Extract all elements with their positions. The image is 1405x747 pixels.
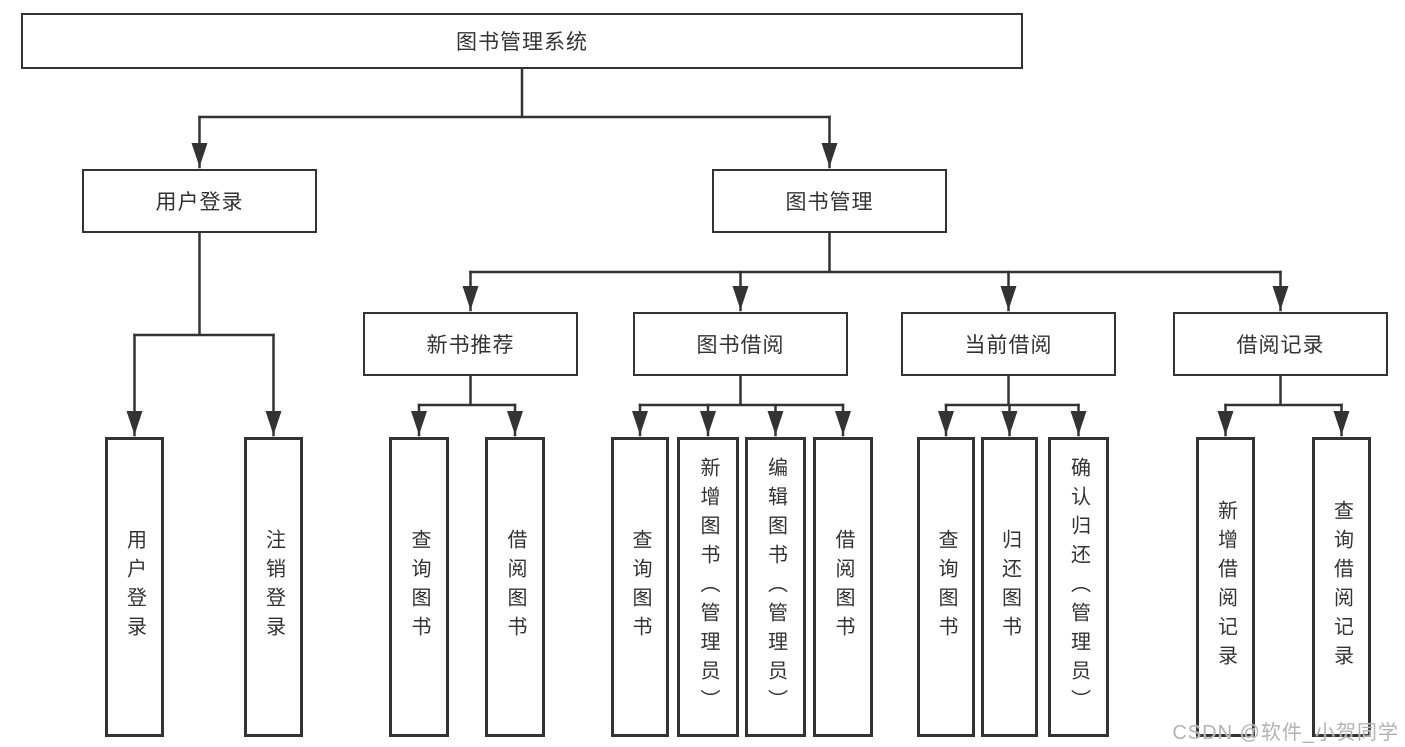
node-bb-borrow: 借阅图书	[813, 437, 873, 737]
connector-book-mgmt	[469, 231, 1282, 274]
node-cb-return: 归还图书	[981, 437, 1038, 737]
node-cb-query: 查询图书	[917, 437, 975, 737]
watermark: CSDN @软件_小贺同学	[1172, 722, 1399, 744]
connector-borrow-record	[1224, 374, 1343, 407]
node-logout-leaf: 注销登录	[244, 437, 303, 737]
node-new-book-rec: 新书推荐	[363, 312, 578, 376]
node-borrow-record: 借阅记录	[1173, 312, 1388, 376]
node-user-login: 用户登录	[82, 169, 317, 233]
connector-new-book-rec	[417, 374, 517, 407]
node-login-leaf: 用户登录	[105, 437, 164, 737]
node-book-mgmt: 图书管理	[712, 169, 947, 233]
connector-user-login	[133, 231, 275, 337]
connector-root	[198, 67, 831, 119]
node-nb-borrow: 借阅图书	[485, 437, 545, 737]
connector-current-borrow	[944, 374, 1080, 407]
node-nb-query: 查询图书	[389, 437, 449, 737]
node-bb-edit: 编辑图书（管理员）	[745, 437, 806, 737]
node-bb-add: 新增图书（管理员）	[677, 437, 739, 737]
node-book-borrow: 图书借阅	[633, 312, 848, 376]
node-root: 图书管理系统	[21, 13, 1023, 69]
node-br-query: 查询借阅记录	[1312, 437, 1371, 737]
node-br-add: 新增借阅记录	[1196, 437, 1255, 737]
connector-book-borrow	[638, 374, 845, 407]
node-current-borrow: 当前借阅	[901, 312, 1116, 376]
node-bb-query: 查询图书	[611, 437, 669, 737]
node-cb-confirm: 确认归还（管理员）	[1048, 437, 1109, 737]
